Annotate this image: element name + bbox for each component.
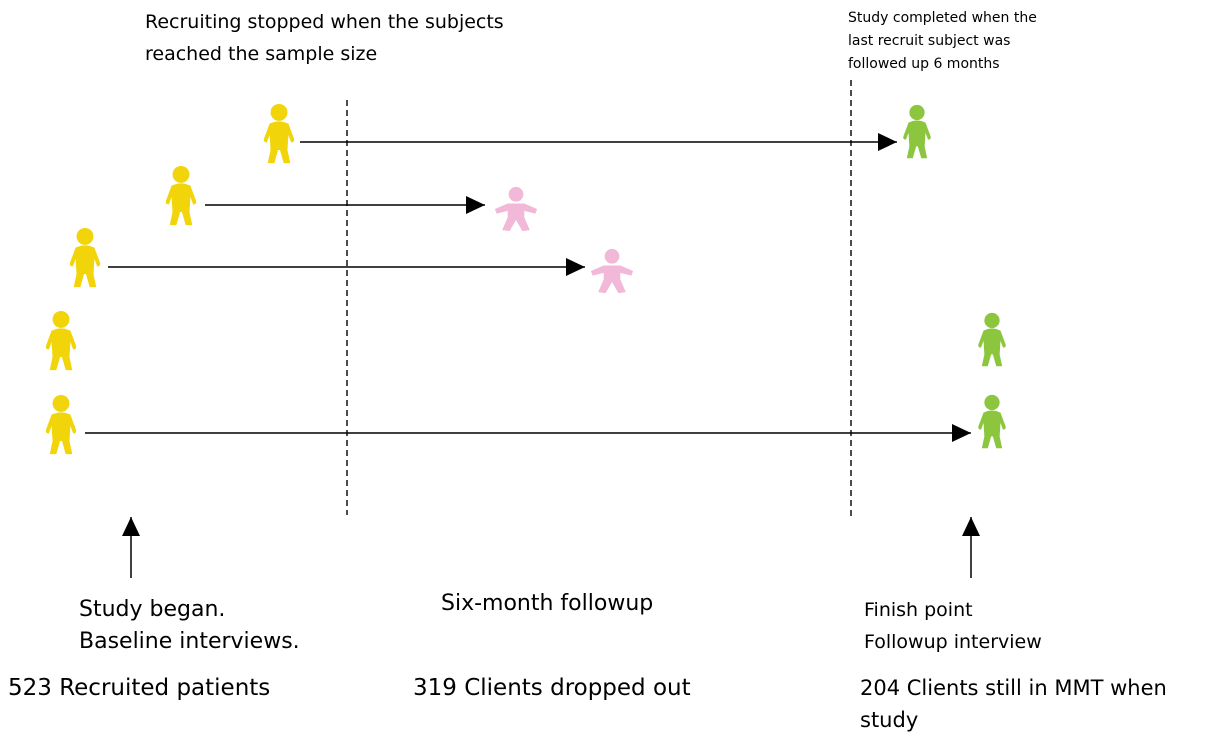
study-completed-note: Study completed when the last recruit su…: [848, 10, 1037, 72]
person-green-icon: [978, 312, 1006, 367]
person-yellow-icon: [165, 165, 197, 226]
person-yellow-icon: [45, 394, 77, 455]
study-began-label: Study began. Baseline interviews.: [79, 597, 300, 654]
person-pink-icon: [590, 248, 634, 294]
person-green-icon: [978, 394, 1006, 449]
dropped-out-count: 319 Clients dropped out: [413, 675, 691, 701]
finish-point-label: Finish point Followup interview: [864, 599, 1042, 653]
recruiting-stopped-note: Recruiting stopped when the subjects rea…: [145, 11, 504, 65]
six-month-followup-label: Six-month followup: [441, 591, 654, 616]
study-timeline-diagram: [45, 80, 1006, 578]
person-yellow-icon: [45, 310, 77, 371]
recruited-count: 523 Recruited patients: [8, 675, 271, 701]
still-in-mmt-count: 204 Clients still in MMT when study: [860, 676, 1167, 732]
person-yellow-icon: [69, 227, 101, 288]
person-yellow-icon: [263, 103, 295, 164]
person-pink-icon: [494, 186, 538, 232]
person-green-icon: [903, 104, 931, 159]
